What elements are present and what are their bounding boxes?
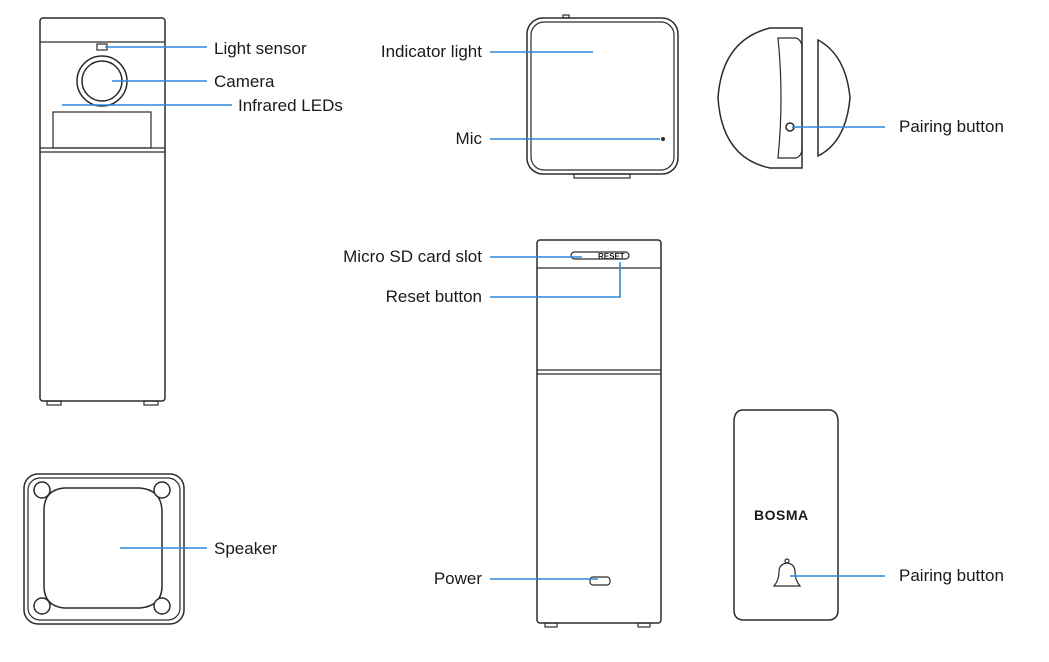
power-port [589,576,611,586]
label-speaker: Speaker [214,539,278,558]
brand-logo: BOSMA [754,507,809,523]
label-micro-sd-slot: Micro SD card slot [343,247,482,266]
label-pairing-button-bottom: Pairing button [899,566,1004,585]
reset-marking: RESET [598,252,625,261]
hub-front-view [526,14,679,179]
camera-back-view: RESET [536,239,662,628]
sensor-side-view [717,27,851,169]
callouts [62,46,885,580]
label-mic: Mic [455,129,482,148]
label-pairing-button-top: Pairing button [899,117,1004,136]
label-light-sensor: Light sensor [214,39,307,58]
chime-unit: BOSMA [733,409,839,621]
label-power: Power [433,569,482,588]
mic-hole [661,137,665,141]
sd-card-slot [570,251,630,260]
label-indicator-light: Indicator light [380,42,482,61]
label-reset-button: Reset button [385,287,482,306]
callout-reset [490,262,621,298]
label-camera: Camera [214,72,275,91]
label-infrared-leds: Infrared LEDs [238,96,343,115]
speaker-unit [23,473,185,625]
camera-front-view [39,17,166,406]
